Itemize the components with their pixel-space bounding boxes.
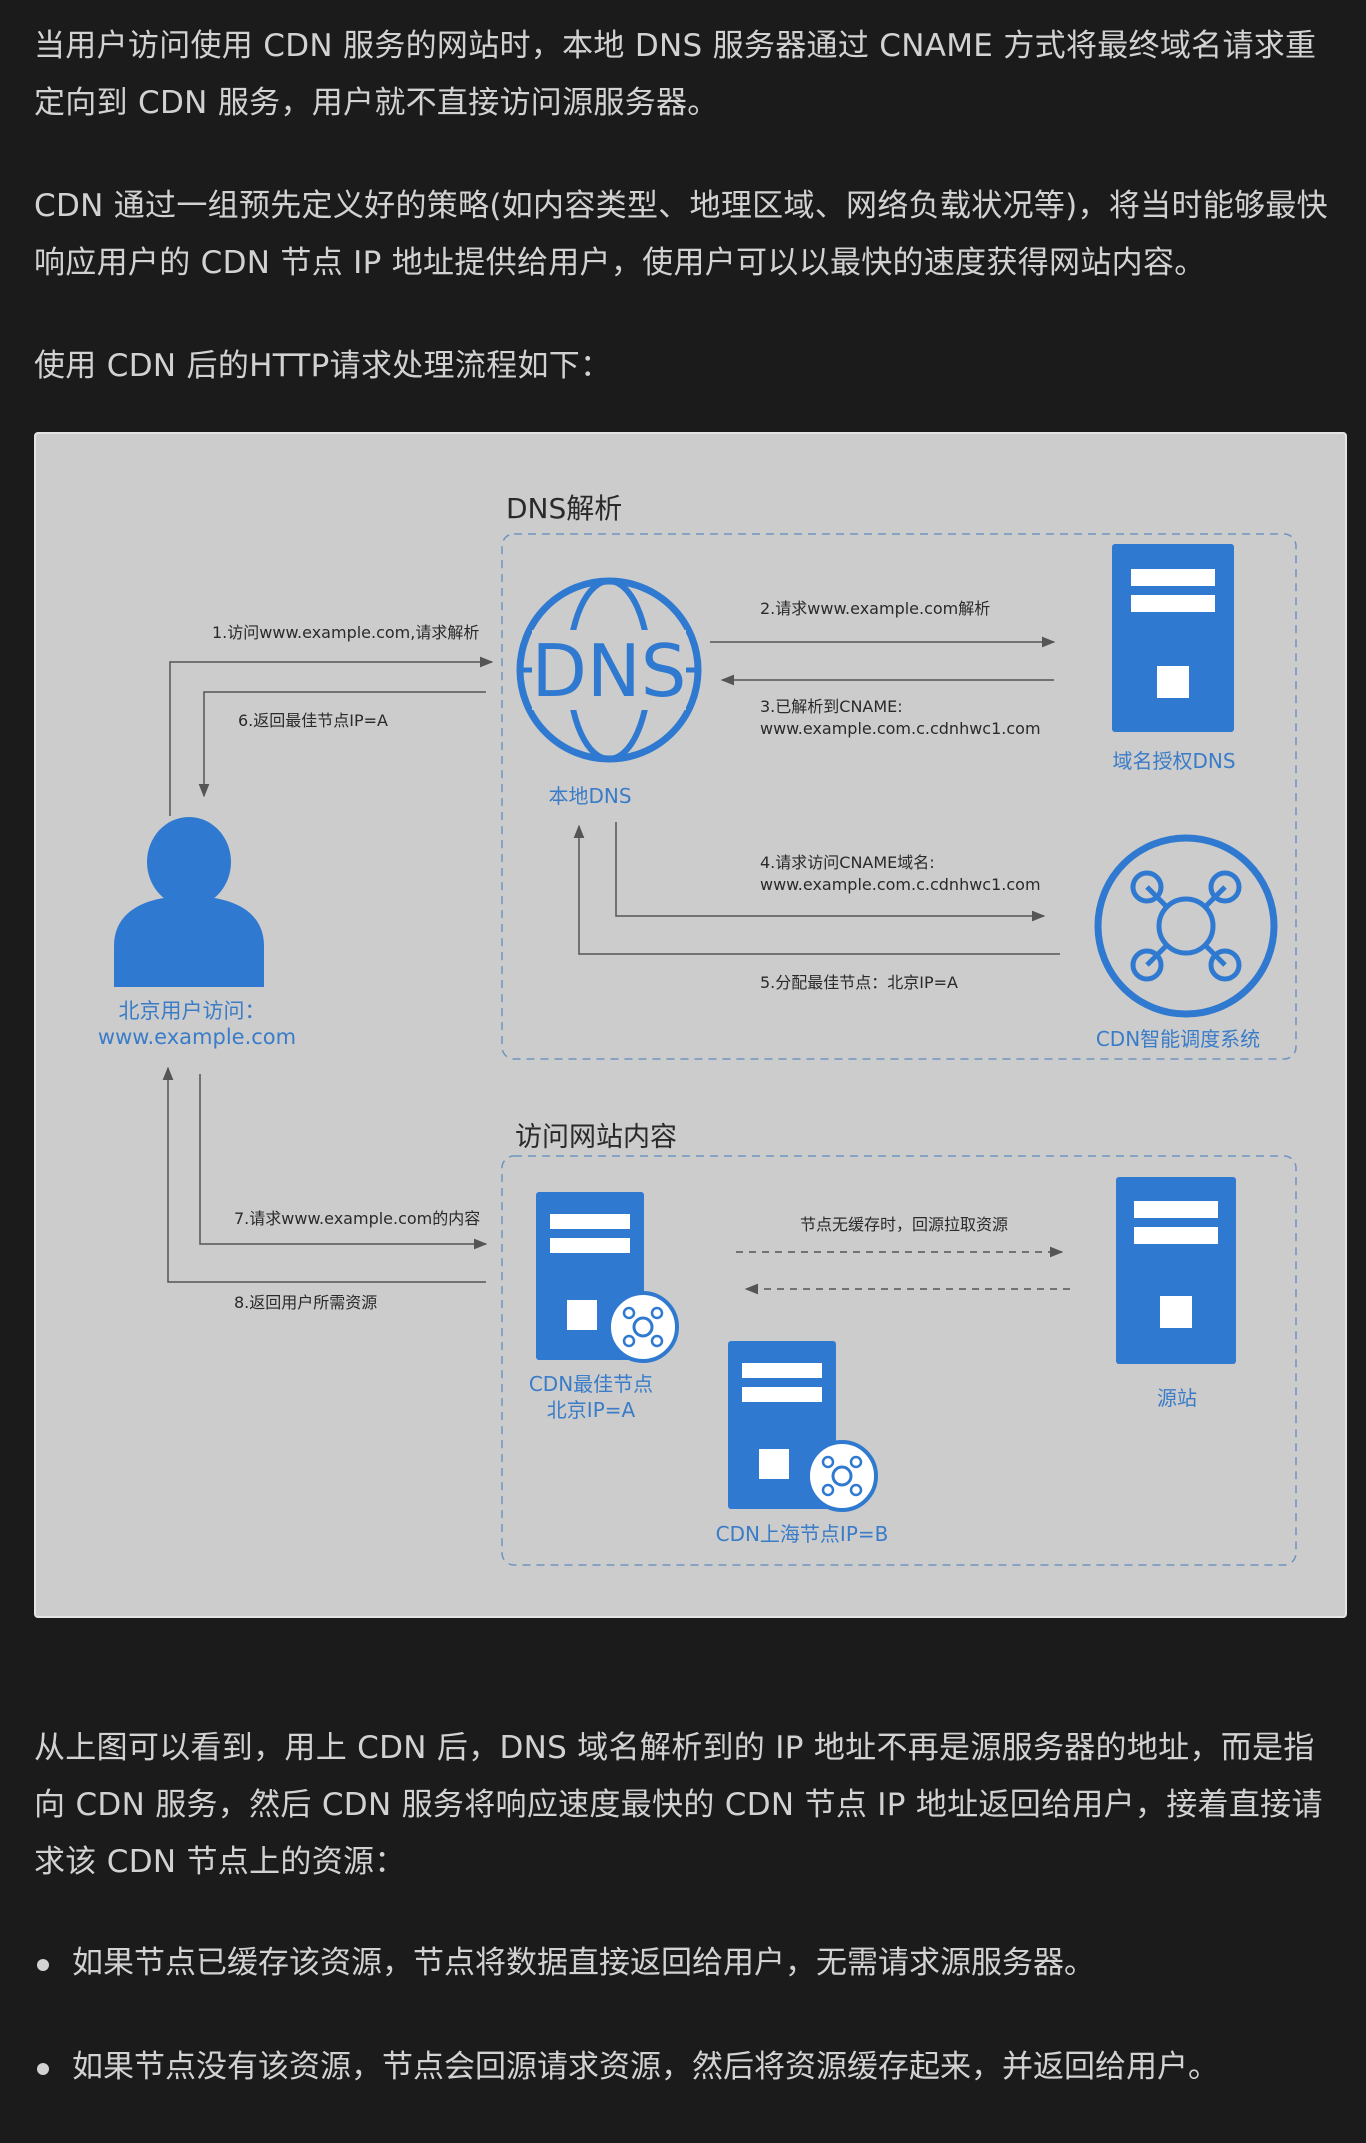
dns-section-box [501,533,1297,1060]
local-dns-label: 本地DNS [548,784,631,808]
step3-label-line2: www.example.com.c.cdnhwc1.com [760,719,1041,738]
step8-label: 8.返回用户所需资源 [234,1293,377,1312]
user-label-line2: www.example.com [98,1025,296,1049]
step1-label: 1.访问www.example.com,请求解析 [212,623,479,642]
auth-dns-label: 域名授权DNS [1112,749,1235,773]
step4-label-line1: 4.请求访问CNAME域名: [760,853,935,872]
paragraph-summary: 从上图可以看到，用上 CDN 后，DNS 域名解析到的 IP 地址不再是源服务器… [34,1730,1323,1880]
dns-icon-text: DNS [531,629,686,713]
content-section-title: 访问网站内容 [515,1122,677,1153]
arrow-step5 [573,824,1060,955]
list-item-not-cached: 如果节点没有该资源，节点会回源请求资源，然后将资源缓存起来，并返回给用户。 [34,2039,1334,2096]
list-item-cached: 如果节点已缓存该资源，节点将数据直接返回给用户，无需请求源服务器。 [34,1935,1334,1992]
bullet-list: 如果节点已缓存该资源，节点将数据直接返回给用户，无需请求源服务器。 如果节点没有… [34,1935,1334,2143]
paragraph-flow-intro: 使用 CDN 后的HTTP请求处理流程如下： [34,348,612,384]
step6-label: 6.返回最佳节点IP=A [238,711,388,730]
arrow-step6 [198,691,486,798]
globe-dns-icon: DNS [516,577,702,763]
step7-label: 7.请求www.example.com的内容 [234,1209,480,1228]
arrow-step7 [199,1074,488,1250]
cdn-best-node-label-line2: 北京IP=A [547,1398,636,1422]
cdn-flow-diagram: DNS解析 访问网站内容 DNS 本地DNS 域名授权DNS [34,432,1347,1618]
paragraph-intro: 当用户访问使用 CDN 服务的网站时，本地 DNS 服务器通过 CNAME 方式… [34,28,1317,121]
content-section-box [501,1155,1297,1566]
step3-label-line1: 3.已解析到CNAME: [760,697,903,716]
arrow-step4 [615,822,1046,922]
dns-section-title: DNS解析 [506,492,622,525]
step4-label-line2: www.example.com.c.cdnhwc1.com [760,875,1041,894]
cdn-shanghai-label: CDN上海节点IP=B [716,1522,889,1546]
cdn-scheduler-hub-icon [1094,834,1278,1018]
user-icon [114,817,264,987]
no-cache-label: 节点无缓存时，回源拉取资源 [800,1215,1008,1234]
paragraph-strategy: CDN 通过一组预先定义好的策略(如内容类型、地理区域、网络负载状况等)，将当时… [34,188,1328,281]
user-label-line1: 北京用户访问： [119,999,266,1023]
origin-server-icon [1116,1177,1236,1364]
step5-label: 5.分配最佳节点：北京IP=A [760,973,958,992]
cdn-best-node-label-line1: CDN最佳节点 [529,1372,653,1396]
cdn-scheduler-label: CDN智能调度系统 [1096,1027,1260,1051]
step2-label: 2.请求www.example.com解析 [760,599,990,618]
arrow-step1 [169,656,494,816]
cdn-shanghai-server-icon [728,1341,878,1512]
arrow-step8 [162,1066,486,1283]
origin-label: 源站 [1157,1386,1197,1410]
cdn-best-node-server-icon [536,1192,679,1363]
auth-dns-server-icon [1112,544,1234,732]
